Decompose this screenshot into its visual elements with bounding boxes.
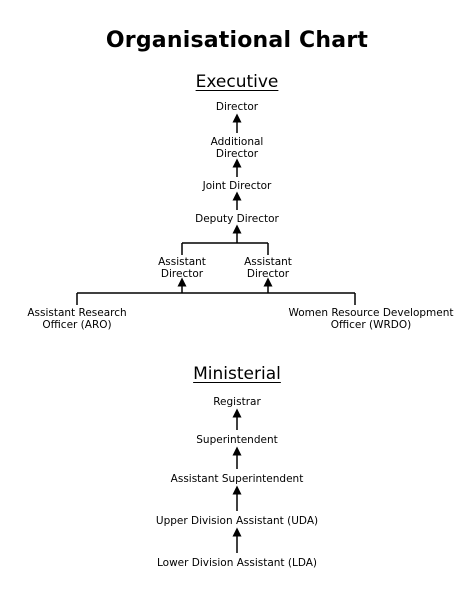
node-assistant-director-left-line1: Assistant <box>158 256 206 268</box>
node-additional-director: Additional Director <box>0 136 474 160</box>
node-lda: Lower Division Assistant (LDA) <box>156 557 318 569</box>
node-deputy-director: Deputy Director <box>195 213 279 225</box>
node-joint-director: Joint Director <box>202 180 272 192</box>
node-registrar: Registrar <box>213 396 261 408</box>
ministerial-heading: Ministerial <box>193 364 281 384</box>
node-superintendent: Superintendent <box>196 434 278 446</box>
node-assistant-director-left-line2: Director <box>160 268 204 280</box>
node-assistant-director-right-line1: Assistant <box>244 256 292 268</box>
node-assistant-superintendent: Assistant Superintendent <box>170 473 304 485</box>
chart-title: Organisational Chart <box>105 28 369 53</box>
node-uda: Upper Division Assistant (UDA) <box>155 515 319 527</box>
node-aro-line2: Officer (ARO) <box>42 319 112 331</box>
node-assistant-director-left: Assistant Director <box>142 256 222 280</box>
node-assistant-director-right-line2: Director <box>246 268 290 280</box>
node-additional-director-line2: Director <box>215 148 259 160</box>
node-aro-line1: Assistant Research <box>27 307 127 319</box>
node-wrdo: Women Resource Development Officer (WRDO… <box>276 307 466 331</box>
node-director: Director <box>215 101 259 113</box>
node-assistant-director-right: Assistant Director <box>228 256 308 280</box>
node-wrdo-line1: Women Resource Development <box>288 307 454 319</box>
node-wrdo-line2: Officer (WRDO) <box>330 319 412 331</box>
node-aro: Assistant Research Officer (ARO) <box>12 307 142 331</box>
node-additional-director-line1: Additional <box>210 136 264 148</box>
executive-heading: Executive <box>195 72 279 92</box>
